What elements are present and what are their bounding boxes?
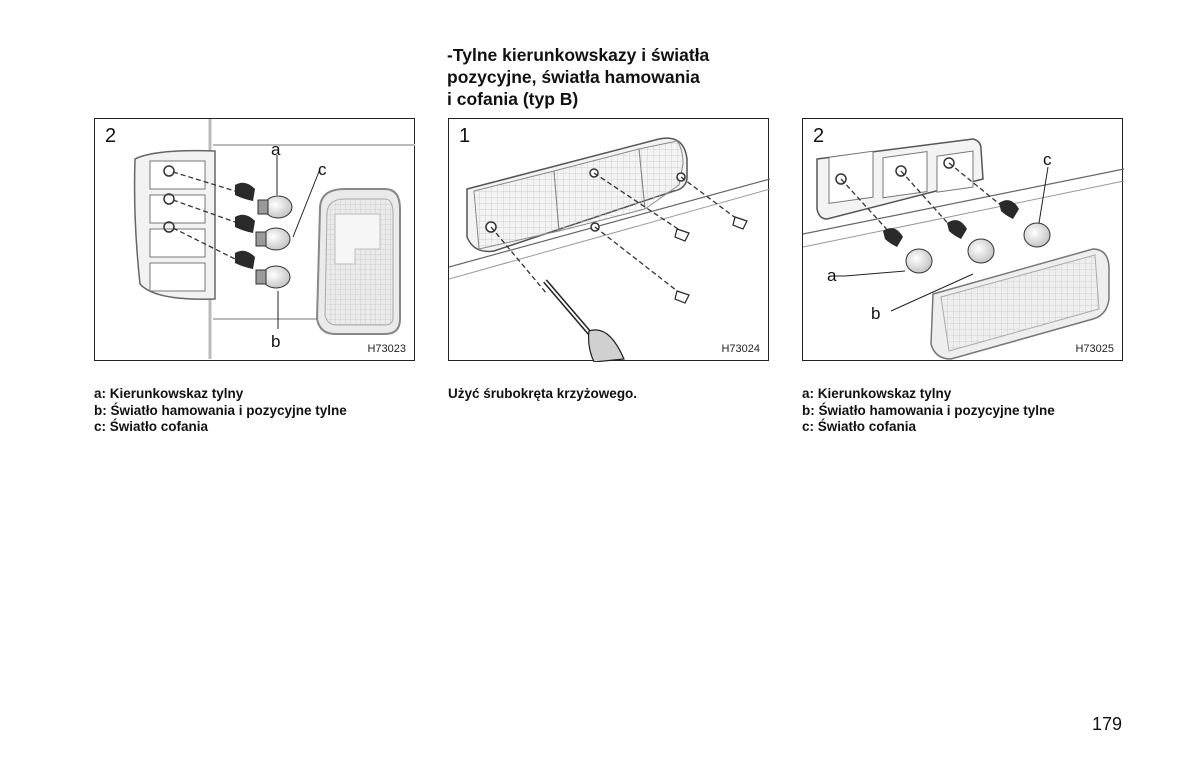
figure-number: 2 (105, 125, 117, 147)
figure-rear-lamp-bulbs: a c b 2 H73023 (94, 118, 415, 361)
lens-removal-illustration (449, 137, 770, 362)
label-c: c (1043, 150, 1052, 169)
section-heading: -Tylne kierunkowskazy i światła pozycyjn… (447, 44, 787, 110)
label-c: c (318, 160, 327, 179)
figure-lens-screws: 1 H73024 (448, 118, 770, 362)
caption-line: c: Światło cofania (94, 419, 209, 434)
figure-bulb-sockets: a b c 2 H73025 (802, 118, 1124, 361)
bulb-socket-illustration: a b c (803, 138, 1124, 360)
page-number: 179 (1092, 714, 1123, 734)
rear-lamp-bulb-illustration: a c b (133, 119, 415, 359)
heading-line: i cofania (typ B) (447, 89, 579, 109)
figure-number: 1 (459, 125, 471, 147)
heading-line: -Tylne kierunkowskazy i światła (447, 45, 710, 65)
label-a: a (827, 266, 837, 285)
caption-line: a: Kierunkowskaz tylny (94, 386, 244, 401)
caption-line: c: Światło cofania (802, 419, 917, 434)
label-b: b (271, 332, 280, 351)
figure-code: H73024 (721, 343, 760, 355)
caption-line: b: Światło hamowania i pozycyjne tylne (802, 402, 1055, 418)
figure-code: H73025 (1075, 343, 1114, 355)
heading-line: pozycyjne, światła hamowania (447, 67, 700, 87)
figure-number: 2 (813, 125, 825, 147)
label-b: b (871, 304, 880, 323)
caption-right: a: Kierunkowskaz tylny b: Światło hamowa… (802, 386, 1122, 436)
caption-left: a: Kierunkowskaz tylny b: Światło hamowa… (94, 386, 414, 436)
caption-line: b: Światło hamowania i pozycyjne tylne (94, 402, 347, 418)
figure-code: H73023 (367, 343, 406, 355)
caption-line: Użyć śrubokręta krzyżowego. (448, 386, 638, 401)
label-a: a (271, 140, 281, 159)
caption-middle: Użyć śrubokręta krzyżowego. (448, 386, 768, 403)
caption-line: a: Kierunkowskaz tylny (802, 386, 952, 401)
